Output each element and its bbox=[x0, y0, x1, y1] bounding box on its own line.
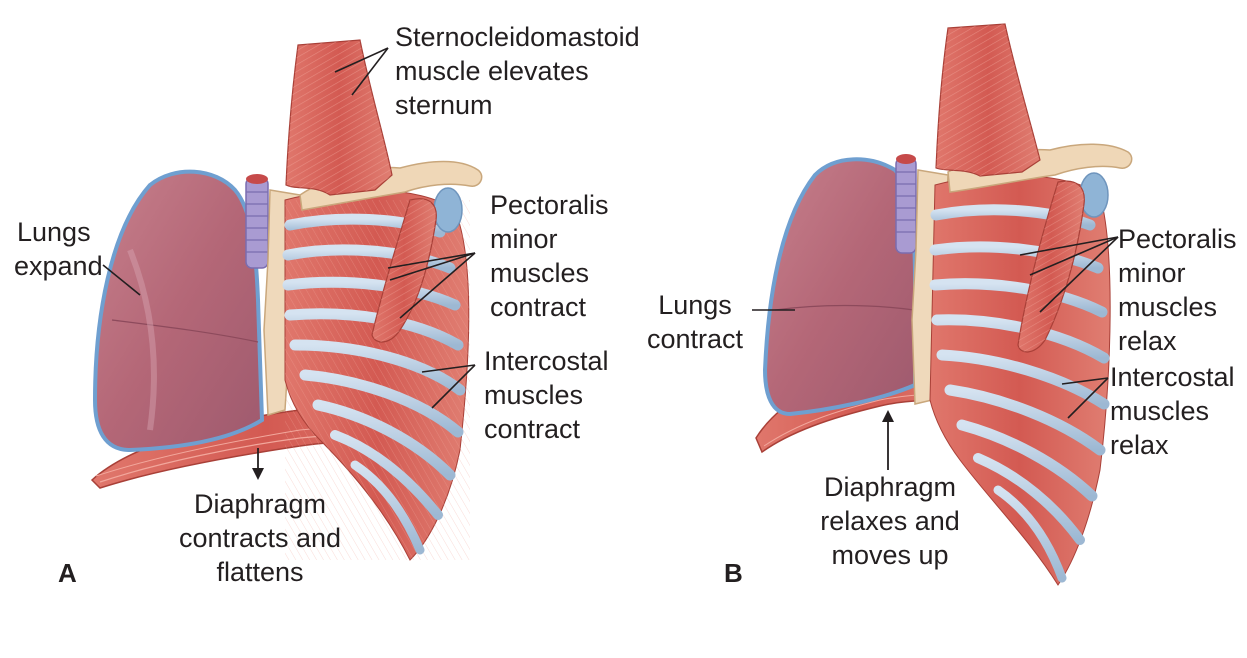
label-intercostal-b: Intercostal muscles relax bbox=[1110, 362, 1235, 460]
label-pectoralis-b: Pectoralis minor muscles relax bbox=[1118, 224, 1237, 356]
panel-letter-b: B bbox=[724, 558, 743, 588]
lung-b bbox=[762, 157, 917, 417]
label-pectoralis-a: Pectoralis minor muscles contract bbox=[490, 190, 609, 322]
panel-letter-a: A bbox=[58, 558, 77, 588]
panel-b-illustration bbox=[755, 23, 1133, 586]
lung-a bbox=[92, 169, 265, 453]
label-diaphragm-a: Diaphragm contracts and flattens bbox=[178, 489, 342, 587]
label-lungs-b: Lungs contract bbox=[646, 290, 744, 354]
arrow-diaphragm-up-b bbox=[882, 410, 894, 470]
arrow-diaphragm-down-a bbox=[252, 448, 264, 480]
panel-a-illustration bbox=[90, 39, 483, 561]
label-diaphragm-b: Diaphragm relaxes and moves up bbox=[820, 472, 960, 570]
label-intercostal-a: Intercostal muscles contract bbox=[484, 346, 609, 444]
label-sternocleidomastoid-a: Sternocleidomastoid muscle elevates ster… bbox=[395, 22, 640, 120]
label-lungs-a: Lungs expand bbox=[14, 217, 103, 281]
leader-lines-a bbox=[102, 47, 476, 409]
leader-lines-b bbox=[752, 236, 1119, 419]
